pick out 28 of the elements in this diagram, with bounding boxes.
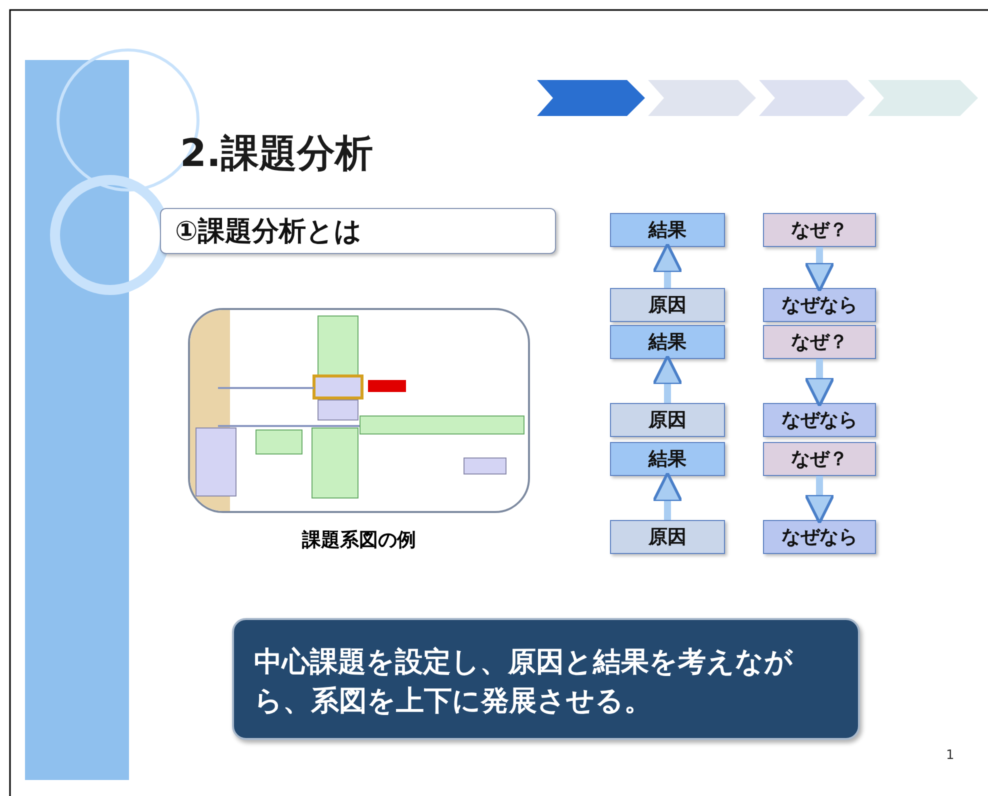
summary-box: 中心課題を設定し、原因と結果を考えながら、系図を上下に発展させる。 <box>232 618 860 740</box>
slide-title: 2.課題分析 <box>180 130 373 177</box>
process-box: 原因 <box>610 288 725 322</box>
heading-box: ①課題分析とは <box>160 208 556 254</box>
process-box: 結果 <box>610 213 725 247</box>
process-box: なぜ？ <box>763 442 876 476</box>
arrow <box>804 247 835 292</box>
process-box: 原因 <box>610 403 725 437</box>
step-tab <box>868 80 978 116</box>
step-tab <box>759 80 865 116</box>
process-box: なぜなら <box>763 288 876 322</box>
process-box: 結果 <box>610 442 725 476</box>
arrow <box>804 359 835 408</box>
process-box: 結果 <box>610 325 725 359</box>
process-box: なぜ？ <box>763 325 876 359</box>
arrow <box>652 472 683 520</box>
arrow <box>804 476 835 524</box>
picture <box>188 308 530 513</box>
step-tab <box>537 80 645 116</box>
arrow <box>652 354 683 403</box>
node-label: 課題系図の例 <box>300 528 417 553</box>
arrow <box>652 242 683 288</box>
process-box: 原因 <box>610 520 725 554</box>
process-box: なぜなら <box>763 403 876 437</box>
process-box: なぜ？ <box>763 213 876 247</box>
page-number: 1 <box>946 748 954 763</box>
step-tab <box>648 80 756 116</box>
process-box: なぜなら <box>763 520 876 554</box>
